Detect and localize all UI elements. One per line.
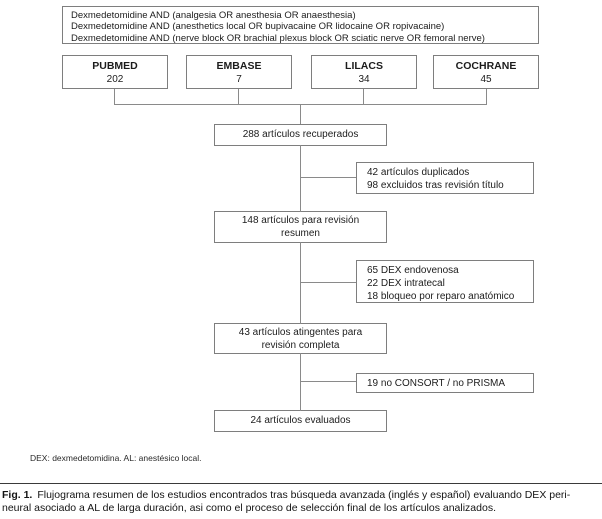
connector-branch-exclusion-2 xyxy=(301,282,356,283)
flow-box-text-line-2: revisión completa xyxy=(261,339,340,351)
search-query-box: Dexmedetomidine AND (analgesia OR anesth… xyxy=(62,6,539,44)
flow-box-text-line-1: 148 artículos para revisión xyxy=(241,215,360,226)
database-box-pubmed: PUBMED 202 xyxy=(62,55,168,89)
exclusion-box-after-abstract: 65 DEX endovenosa 22 DEX intratecal 18 b… xyxy=(356,260,534,303)
database-name: EMBASE xyxy=(216,60,262,72)
connector-spine-2 xyxy=(300,242,301,324)
exclusion-line-3: 18 bloqueo por reparo anatómico xyxy=(367,291,515,302)
exclusion-line-1: 65 DEX endovenosa xyxy=(367,265,459,276)
caption-divider-rule xyxy=(0,483,602,484)
abbreviations-footnote: DEX: dexmedetomidina. AL: anestésico loc… xyxy=(30,453,202,463)
database-name: COCHRANE xyxy=(455,60,517,72)
database-name: PUBMED xyxy=(92,60,138,72)
exclusion-line-2: 98 excluidos tras revisión título xyxy=(367,180,504,191)
exclusion-line-1: 42 artículos duplicados xyxy=(367,167,470,178)
database-box-embase: EMBASE 7 xyxy=(186,55,292,89)
flow-box-evaluated: 24 artículos evaluados xyxy=(214,410,387,432)
flow-box-text: 288 artículos recuperados xyxy=(242,129,359,140)
connector-stub-pubmed xyxy=(114,89,115,105)
connector-branch-exclusion-3 xyxy=(301,381,356,382)
flow-box-full-review: 43 artículos atingentes para revisión co… xyxy=(214,323,387,354)
database-count: 7 xyxy=(236,74,242,85)
flow-box-title-review: 148 artículos para revisión resumen xyxy=(214,211,387,243)
figure-label: Fig. 1. xyxy=(2,489,33,501)
search-query-line-3: Dexmedetomidine AND (nerve block OR brac… xyxy=(71,32,485,44)
figure-caption: Fig. 1. Flujograma resumen de los estudio… xyxy=(2,489,600,515)
database-name: LILACS xyxy=(345,60,383,72)
connector-stub-lilacs xyxy=(363,89,364,105)
database-count: 202 xyxy=(106,74,124,85)
database-box-lilacs: LILACS 34 xyxy=(311,55,417,89)
exclusion-box-after-title: 42 artículos duplicados 98 excluidos tra… xyxy=(356,162,534,194)
database-box-cochrane: COCHRANE 45 xyxy=(433,55,539,89)
flow-box-text-line-2: resumen xyxy=(281,227,320,239)
connector-stub-cochrane xyxy=(486,89,487,105)
flow-box-retrieved: 288 artículos recuperados xyxy=(214,124,387,146)
exclusion-line-2: 22 DEX intratecal xyxy=(367,278,445,289)
figure-caption-line-1: Fig. 1. Flujograma resumen de los estudio… xyxy=(2,489,600,502)
flow-box-text-line-1: 43 artículos atingentes para xyxy=(238,327,363,338)
search-query-line-1: Dexmedetomidine AND (analgesia OR anesth… xyxy=(71,10,356,21)
flow-box-text: 24 artículos evaluados xyxy=(250,415,351,426)
search-query-line-2: Dexmedetomidine AND (anesthetics local O… xyxy=(71,21,445,33)
connector-branch-exclusion-1 xyxy=(301,177,356,178)
connector-spine-1 xyxy=(300,145,301,212)
figure-caption-text-1: Flujograma resumen de los estudios encon… xyxy=(37,489,571,501)
connector-spine-3 xyxy=(300,353,301,411)
exclusion-box-after-full-review: 19 no CONSORT / no PRISMA xyxy=(356,373,534,393)
figure-caption-line-2: neural asociado a AL de larga duración, … xyxy=(2,502,496,514)
database-count: 34 xyxy=(358,74,370,85)
connector-stub-embase xyxy=(238,89,239,105)
database-count: 45 xyxy=(480,74,492,85)
connector-center-drop xyxy=(300,104,301,125)
exclusion-line-1: 19 no CONSORT / no PRISMA xyxy=(367,378,506,389)
